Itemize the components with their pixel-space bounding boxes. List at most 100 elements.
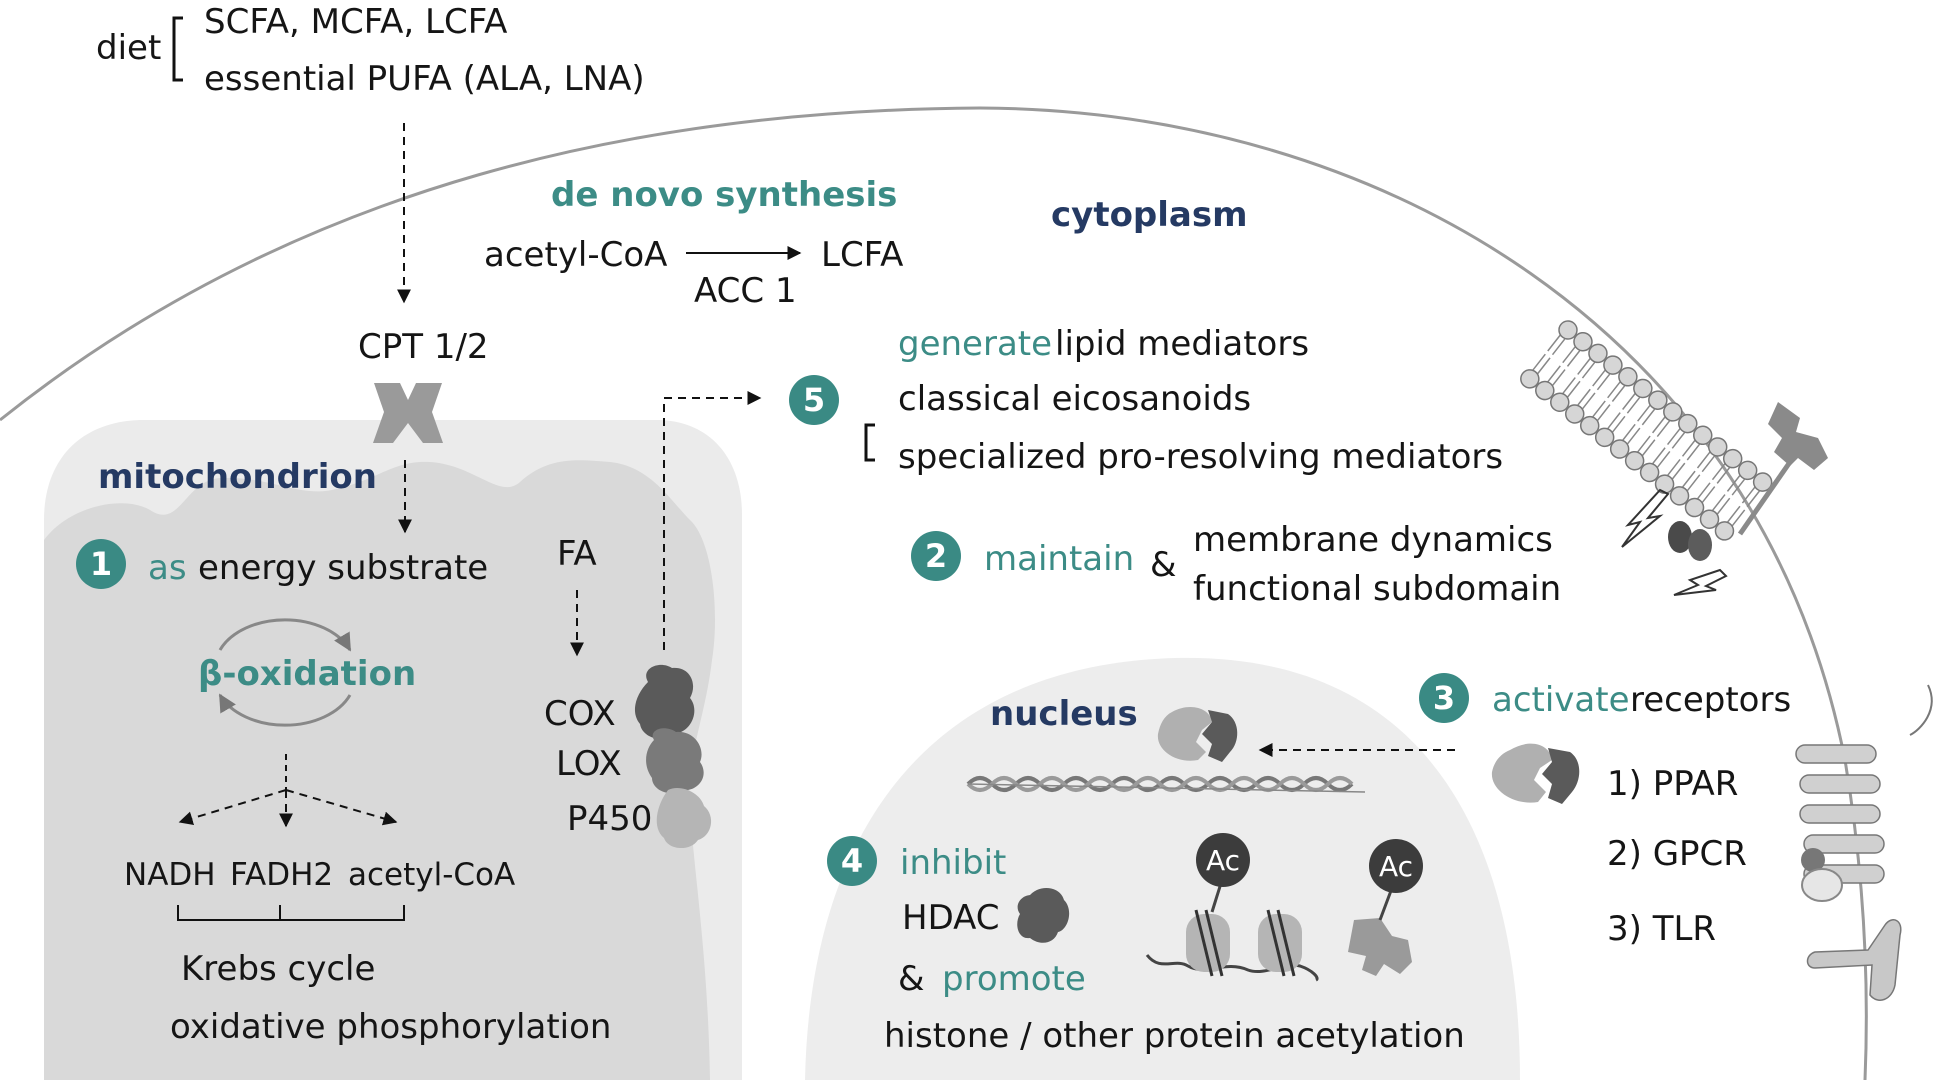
lipid-head bbox=[1639, 462, 1660, 483]
function-5-item-1: classical eicosanoids bbox=[898, 379, 1251, 419]
badge-2 bbox=[911, 531, 961, 581]
lipid-head bbox=[1618, 367, 1638, 387]
lox-enzyme-icon bbox=[646, 728, 704, 794]
lipid-tail bbox=[1667, 458, 1686, 480]
lipid-head bbox=[1588, 343, 1608, 364]
lipid-tail bbox=[1652, 447, 1671, 468]
badge-4 bbox=[827, 836, 877, 886]
lipid-bilayer-icon bbox=[1520, 320, 1773, 541]
lipid-tail bbox=[1607, 381, 1626, 402]
ppar-ligand-icon-dark bbox=[1542, 748, 1580, 804]
ac-protein-mark bbox=[1369, 839, 1423, 893]
lipid-head bbox=[1564, 404, 1585, 424]
gpcr-helix-3 bbox=[1799, 804, 1881, 824]
badge-3-number: 3 bbox=[1433, 679, 1455, 717]
lipid-head bbox=[1609, 439, 1630, 459]
lipid-head bbox=[1737, 460, 1758, 481]
p450-enzyme-icon bbox=[656, 787, 712, 849]
function-5-verb: generate bbox=[898, 324, 1052, 364]
oxphos-label: oxidative phosphorylation bbox=[170, 1007, 611, 1047]
lipid-tail bbox=[1637, 435, 1656, 456]
function-4-verb-2: promote bbox=[942, 959, 1086, 999]
dna-strand-2 bbox=[966, 776, 1354, 792]
lipid-tail bbox=[1622, 393, 1641, 414]
nucleus-label: nucleus bbox=[990, 694, 1138, 734]
function-4-text: histone / other protein acetylation bbox=[884, 1016, 1465, 1056]
membrane-receptor-base-1 bbox=[1668, 521, 1692, 553]
product-acetyl-coa: acetyl-CoA bbox=[348, 857, 515, 893]
badge-2-number: 2 bbox=[925, 537, 947, 575]
lipid-tail bbox=[1696, 451, 1716, 473]
lipid-tail bbox=[1727, 505, 1746, 527]
lipid-tail bbox=[1607, 412, 1626, 433]
function-3-text: receptors bbox=[1630, 680, 1791, 720]
mediator-arrow bbox=[663, 391, 762, 650]
receptor-tlr: 3) TLR bbox=[1607, 909, 1716, 949]
fa-label: FA bbox=[557, 534, 597, 574]
nucleosome-1-wrap bbox=[1194, 909, 1224, 977]
lipid-tail bbox=[1622, 423, 1641, 445]
lipid-tail bbox=[1726, 475, 1746, 496]
beta-oxidation-cycle-bottom bbox=[218, 693, 352, 727]
function-1-verb: as bbox=[148, 548, 187, 588]
synthesis-substrate: acetyl-CoA bbox=[484, 235, 667, 275]
lipid-tail bbox=[1651, 416, 1671, 438]
krebs-cycle-label: Krebs cycle bbox=[181, 949, 375, 989]
membrane-receptor-base-2 bbox=[1688, 529, 1712, 561]
ppar-ligand-icon-light bbox=[1491, 743, 1552, 803]
product-arrow-right bbox=[285, 789, 398, 826]
function-2-amp: & bbox=[1150, 545, 1177, 585]
ac-histone-label: Ac bbox=[1206, 844, 1240, 877]
lipid-tail bbox=[1577, 358, 1596, 379]
lipid-head bbox=[1692, 425, 1713, 446]
receptor-ppar: 1) PPAR bbox=[1607, 764, 1738, 804]
lipid-head bbox=[1714, 521, 1735, 541]
lipid-tail bbox=[1547, 334, 1566, 356]
ac-protein-stem bbox=[1378, 887, 1394, 921]
gpcr-helix-1 bbox=[1795, 744, 1877, 764]
chromatin-strand bbox=[1145, 953, 1319, 982]
lipid-head bbox=[1520, 369, 1540, 389]
function-5-item-2: specialized pro-resolving mediators bbox=[898, 437, 1503, 477]
nuclear-receptor-icon-light bbox=[1157, 707, 1212, 761]
lipid-head bbox=[1624, 450, 1645, 471]
hdac-enzyme-icon bbox=[1017, 887, 1070, 943]
lipid-tail bbox=[1682, 470, 1701, 492]
lipid-head bbox=[1648, 390, 1668, 410]
lipid-tail bbox=[1532, 353, 1551, 375]
diet-item-1: SCFA, MCFA, LCFA bbox=[204, 2, 507, 42]
membrane-receptor-stalk bbox=[1737, 460, 1793, 536]
lipid-tail bbox=[1577, 388, 1596, 410]
badge-5 bbox=[789, 375, 839, 425]
lightning-icon-2 bbox=[1673, 568, 1728, 596]
badge-1 bbox=[76, 539, 126, 589]
lipid-head bbox=[1722, 448, 1743, 469]
beta-oxidation-cycle-top bbox=[218, 618, 352, 652]
lipid-tail bbox=[1562, 346, 1581, 367]
nucleus-shape bbox=[805, 657, 1520, 1080]
gpcr-tail-icon bbox=[1909, 684, 1933, 736]
product-fadh2: FADH2 bbox=[230, 857, 333, 893]
lipid-tail bbox=[1547, 365, 1566, 386]
function-5-text: lipid mediators bbox=[1055, 324, 1309, 364]
lipid-head bbox=[1579, 415, 1600, 436]
function-4-verb: inhibit bbox=[900, 843, 1006, 883]
badge-5-number: 5 bbox=[803, 381, 825, 419]
nuclear-receptor-icon-dark bbox=[1202, 710, 1238, 762]
product-arrow-left bbox=[178, 789, 287, 826]
lipid-tail bbox=[1592, 400, 1611, 421]
enzyme-lox: LOX bbox=[556, 744, 622, 784]
diet-bracket bbox=[172, 16, 183, 82]
cpt-label: CPT 1/2 bbox=[358, 327, 489, 367]
lipid-tail bbox=[1592, 369, 1611, 391]
mitochondrion-inner bbox=[44, 460, 716, 1080]
nucleosome-2-wrap bbox=[1266, 909, 1296, 977]
lipid-tail bbox=[1637, 404, 1656, 426]
lipid-tail bbox=[1712, 494, 1731, 515]
lipid-head bbox=[1669, 486, 1690, 506]
gpcr-helix-4 bbox=[1803, 834, 1885, 854]
lipid-head bbox=[1699, 509, 1720, 529]
lipid-head bbox=[1707, 437, 1728, 457]
lipid-head bbox=[1633, 378, 1653, 399]
